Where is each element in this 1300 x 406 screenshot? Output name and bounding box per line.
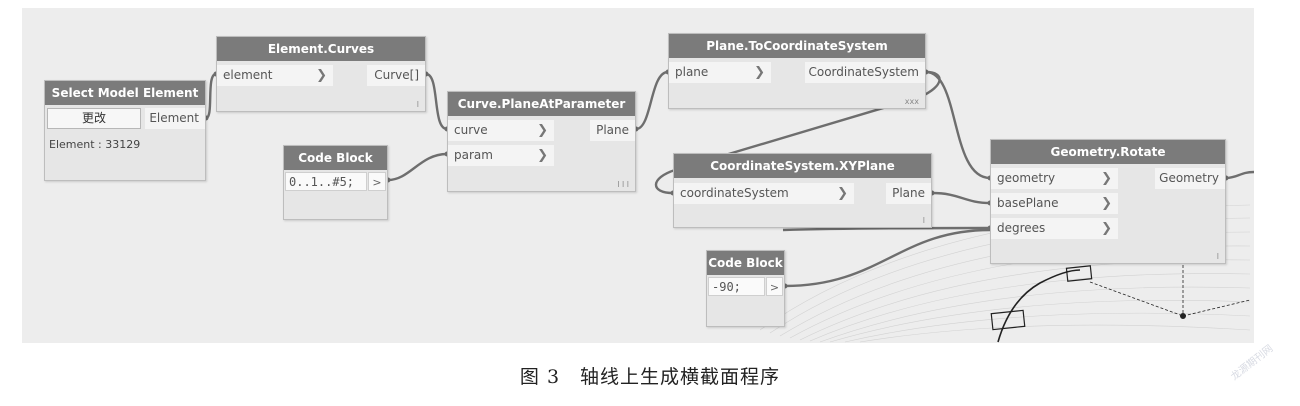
node-code-block[interactable]: Code Block -90; >: [706, 250, 785, 327]
node-footer-mark: xxx: [904, 97, 919, 106]
output-port-code[interactable]: >: [368, 172, 386, 191]
node-title[interactable]: Plane.ToCoordinateSystem: [669, 34, 925, 58]
figure-caption: 图 3 轴线上生成横截面程序: [519, 366, 781, 388]
node-title[interactable]: CoordinateSystem.XYPlane: [674, 154, 931, 178]
chevron-right-icon: ❯: [537, 123, 548, 138]
element-id-readout: Element : 33129: [49, 138, 141, 151]
node-footer-mark: l l l: [617, 180, 629, 189]
preview-mesh: [759, 204, 1251, 343]
input-port-baseplane[interactable]: basePlane ❯: [991, 193, 1118, 214]
chevron-right-icon: ❯: [1101, 221, 1112, 236]
wire-geometry-output: [1225, 170, 1255, 180]
change-button[interactable]: 更改: [47, 108, 141, 129]
output-port-plane[interactable]: Plane: [886, 183, 931, 204]
port-label: element: [223, 68, 273, 82]
chevron-right-icon: ❯: [1101, 171, 1112, 186]
node-footer-mark: l: [922, 216, 925, 225]
node-element-curves[interactable]: Element.Curves element ❯ Curve[] l: [216, 36, 426, 112]
port-label: curve: [454, 123, 488, 137]
chevron-right-icon: ❯: [1101, 196, 1112, 211]
port-label: geometry: [997, 171, 1056, 185]
output-port-element[interactable]: Element: [145, 108, 205, 129]
chevron-right-icon: ❯: [316, 68, 327, 83]
preview-geometry: [990, 255, 1251, 343]
output-port-geometry[interactable]: Geometry: [1155, 168, 1225, 189]
wire-codeblock-to-param: [387, 152, 448, 182]
node-select-model-element[interactable]: Select Model Element 更改 Element Element …: [44, 80, 206, 181]
node-title[interactable]: Curve.PlaneAtParameter: [448, 92, 635, 116]
chevron-right-icon: ❯: [537, 148, 548, 163]
node-title[interactable]: Select Model Element: [45, 81, 205, 105]
output-port-coordinatesystem[interactable]: CoordinateSystem: [805, 62, 925, 83]
node-footer-mark: l: [1216, 252, 1219, 261]
input-port-coordinatesystem[interactable]: coordinateSystem ❯: [674, 183, 854, 204]
input-port-curve[interactable]: curve ❯: [448, 120, 554, 141]
wire-codeblock2-to-degrees: [784, 228, 991, 288]
node-plane-to-coordinate-system[interactable]: Plane.ToCoordinateSystem plane ❯ Coordin…: [668, 33, 926, 109]
chevron-right-icon: ❯: [837, 186, 848, 201]
chevron-right-icon: ❯: [754, 65, 765, 80]
wire-element-to-curves: [204, 72, 217, 120]
port-label: basePlane: [997, 196, 1059, 210]
code-field[interactable]: -90;: [708, 277, 765, 296]
input-port-geometry[interactable]: geometry ❯: [991, 168, 1118, 189]
node-code-block[interactable]: Code Block 0..1..#5; >: [283, 145, 388, 220]
node-coordinate-system-xy-plane[interactable]: CoordinateSystem.XYPlane coordinateSyste…: [673, 153, 932, 228]
output-port-curves[interactable]: Curve[]: [367, 65, 425, 86]
node-title[interactable]: Code Block: [707, 251, 784, 275]
port-label: param: [454, 148, 493, 162]
wire-curves-to-planeatparameter: [425, 72, 448, 131]
input-port-plane[interactable]: plane ❯: [669, 62, 771, 83]
node-footer-mark: l: [416, 100, 419, 109]
port-label: degrees: [997, 221, 1046, 235]
wire-coordsys-to-geometry: [925, 70, 991, 180]
input-port-degrees[interactable]: degrees ❯: [991, 218, 1118, 239]
port-label: coordinateSystem: [680, 186, 789, 200]
node-curve-plane-at-parameter[interactable]: Curve.PlaneAtParameter curve ❯ param ❯ P…: [447, 91, 636, 192]
input-port-param[interactable]: param ❯: [448, 145, 554, 166]
wire-plane-to-tocoordinatesystem: [635, 70, 669, 131]
node-title[interactable]: Geometry.Rotate: [991, 140, 1225, 164]
code-field[interactable]: 0..1..#5;: [285, 172, 367, 191]
port-label: plane: [675, 65, 709, 79]
wire-xyplane-to-baseplane: [931, 191, 991, 205]
node-title[interactable]: Element.Curves: [217, 37, 425, 61]
wire-something-to-degrees: [782, 226, 991, 232]
node-title[interactable]: Code Block: [284, 146, 387, 170]
output-port-code[interactable]: >: [766, 277, 783, 296]
input-port-element[interactable]: element ❯: [217, 65, 333, 86]
output-port-plane[interactable]: Plane: [590, 120, 635, 141]
node-geometry-rotate[interactable]: Geometry.Rotate geometry ❯ basePlane ❯ d…: [990, 139, 1226, 264]
